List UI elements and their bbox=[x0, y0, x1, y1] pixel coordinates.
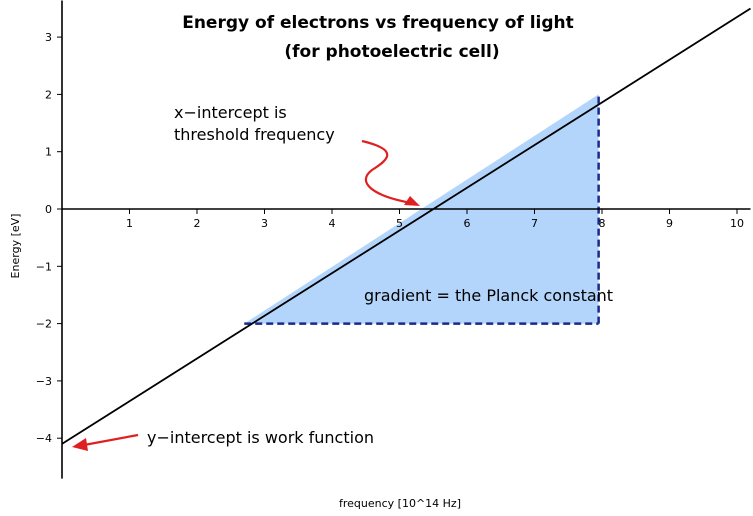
y-tick-label: −1 bbox=[36, 260, 52, 273]
x-intercept-annotation-line1: x−intercept is bbox=[174, 103, 287, 122]
axes-layer bbox=[61, 0, 751, 479]
y-tick-label: 0 bbox=[45, 203, 52, 216]
x-tick-label: 4 bbox=[329, 217, 336, 230]
x-tick-label: 2 bbox=[194, 217, 201, 230]
x-tick-label: 8 bbox=[599, 217, 606, 230]
x-intercept-arrow bbox=[361, 139, 420, 206]
x-tick-label: 1 bbox=[126, 217, 133, 230]
y-tick-label: 3 bbox=[45, 31, 52, 44]
chart-subtitle: (for photoelectric cell) bbox=[284, 42, 499, 62]
y-tick-label: 2 bbox=[45, 88, 52, 101]
x-tick-label: 6 bbox=[464, 217, 471, 230]
y-tick-label: 1 bbox=[45, 146, 52, 159]
y-tick-label: −3 bbox=[36, 375, 52, 388]
y-axis-label: Energy [eV] bbox=[9, 214, 22, 279]
x-tick-label: 7 bbox=[531, 217, 538, 230]
x-tick-label: 5 bbox=[396, 217, 403, 230]
chart-title: Energy of electrons vs frequency of ligh… bbox=[182, 13, 574, 33]
x-axis-label: frequency [10^14 Hz] bbox=[339, 497, 461, 510]
line-layer bbox=[61, 7, 751, 445]
energy-line bbox=[61, 7, 751, 445]
gradient-annotation: gradient = the Planck constant bbox=[364, 286, 613, 305]
x-tick-label: 3 bbox=[261, 217, 268, 230]
y-tick-label: −2 bbox=[36, 318, 52, 331]
x-intercept-annotation-line2: threshold frequency bbox=[174, 125, 335, 144]
y-intercept-annotation: y−intercept is work function bbox=[147, 428, 374, 447]
y-tick-label: −4 bbox=[36, 432, 52, 445]
x-tick-label: 10 bbox=[730, 217, 744, 230]
x-tick-label: 9 bbox=[666, 217, 673, 230]
y-intercept-arrow bbox=[72, 433, 139, 451]
